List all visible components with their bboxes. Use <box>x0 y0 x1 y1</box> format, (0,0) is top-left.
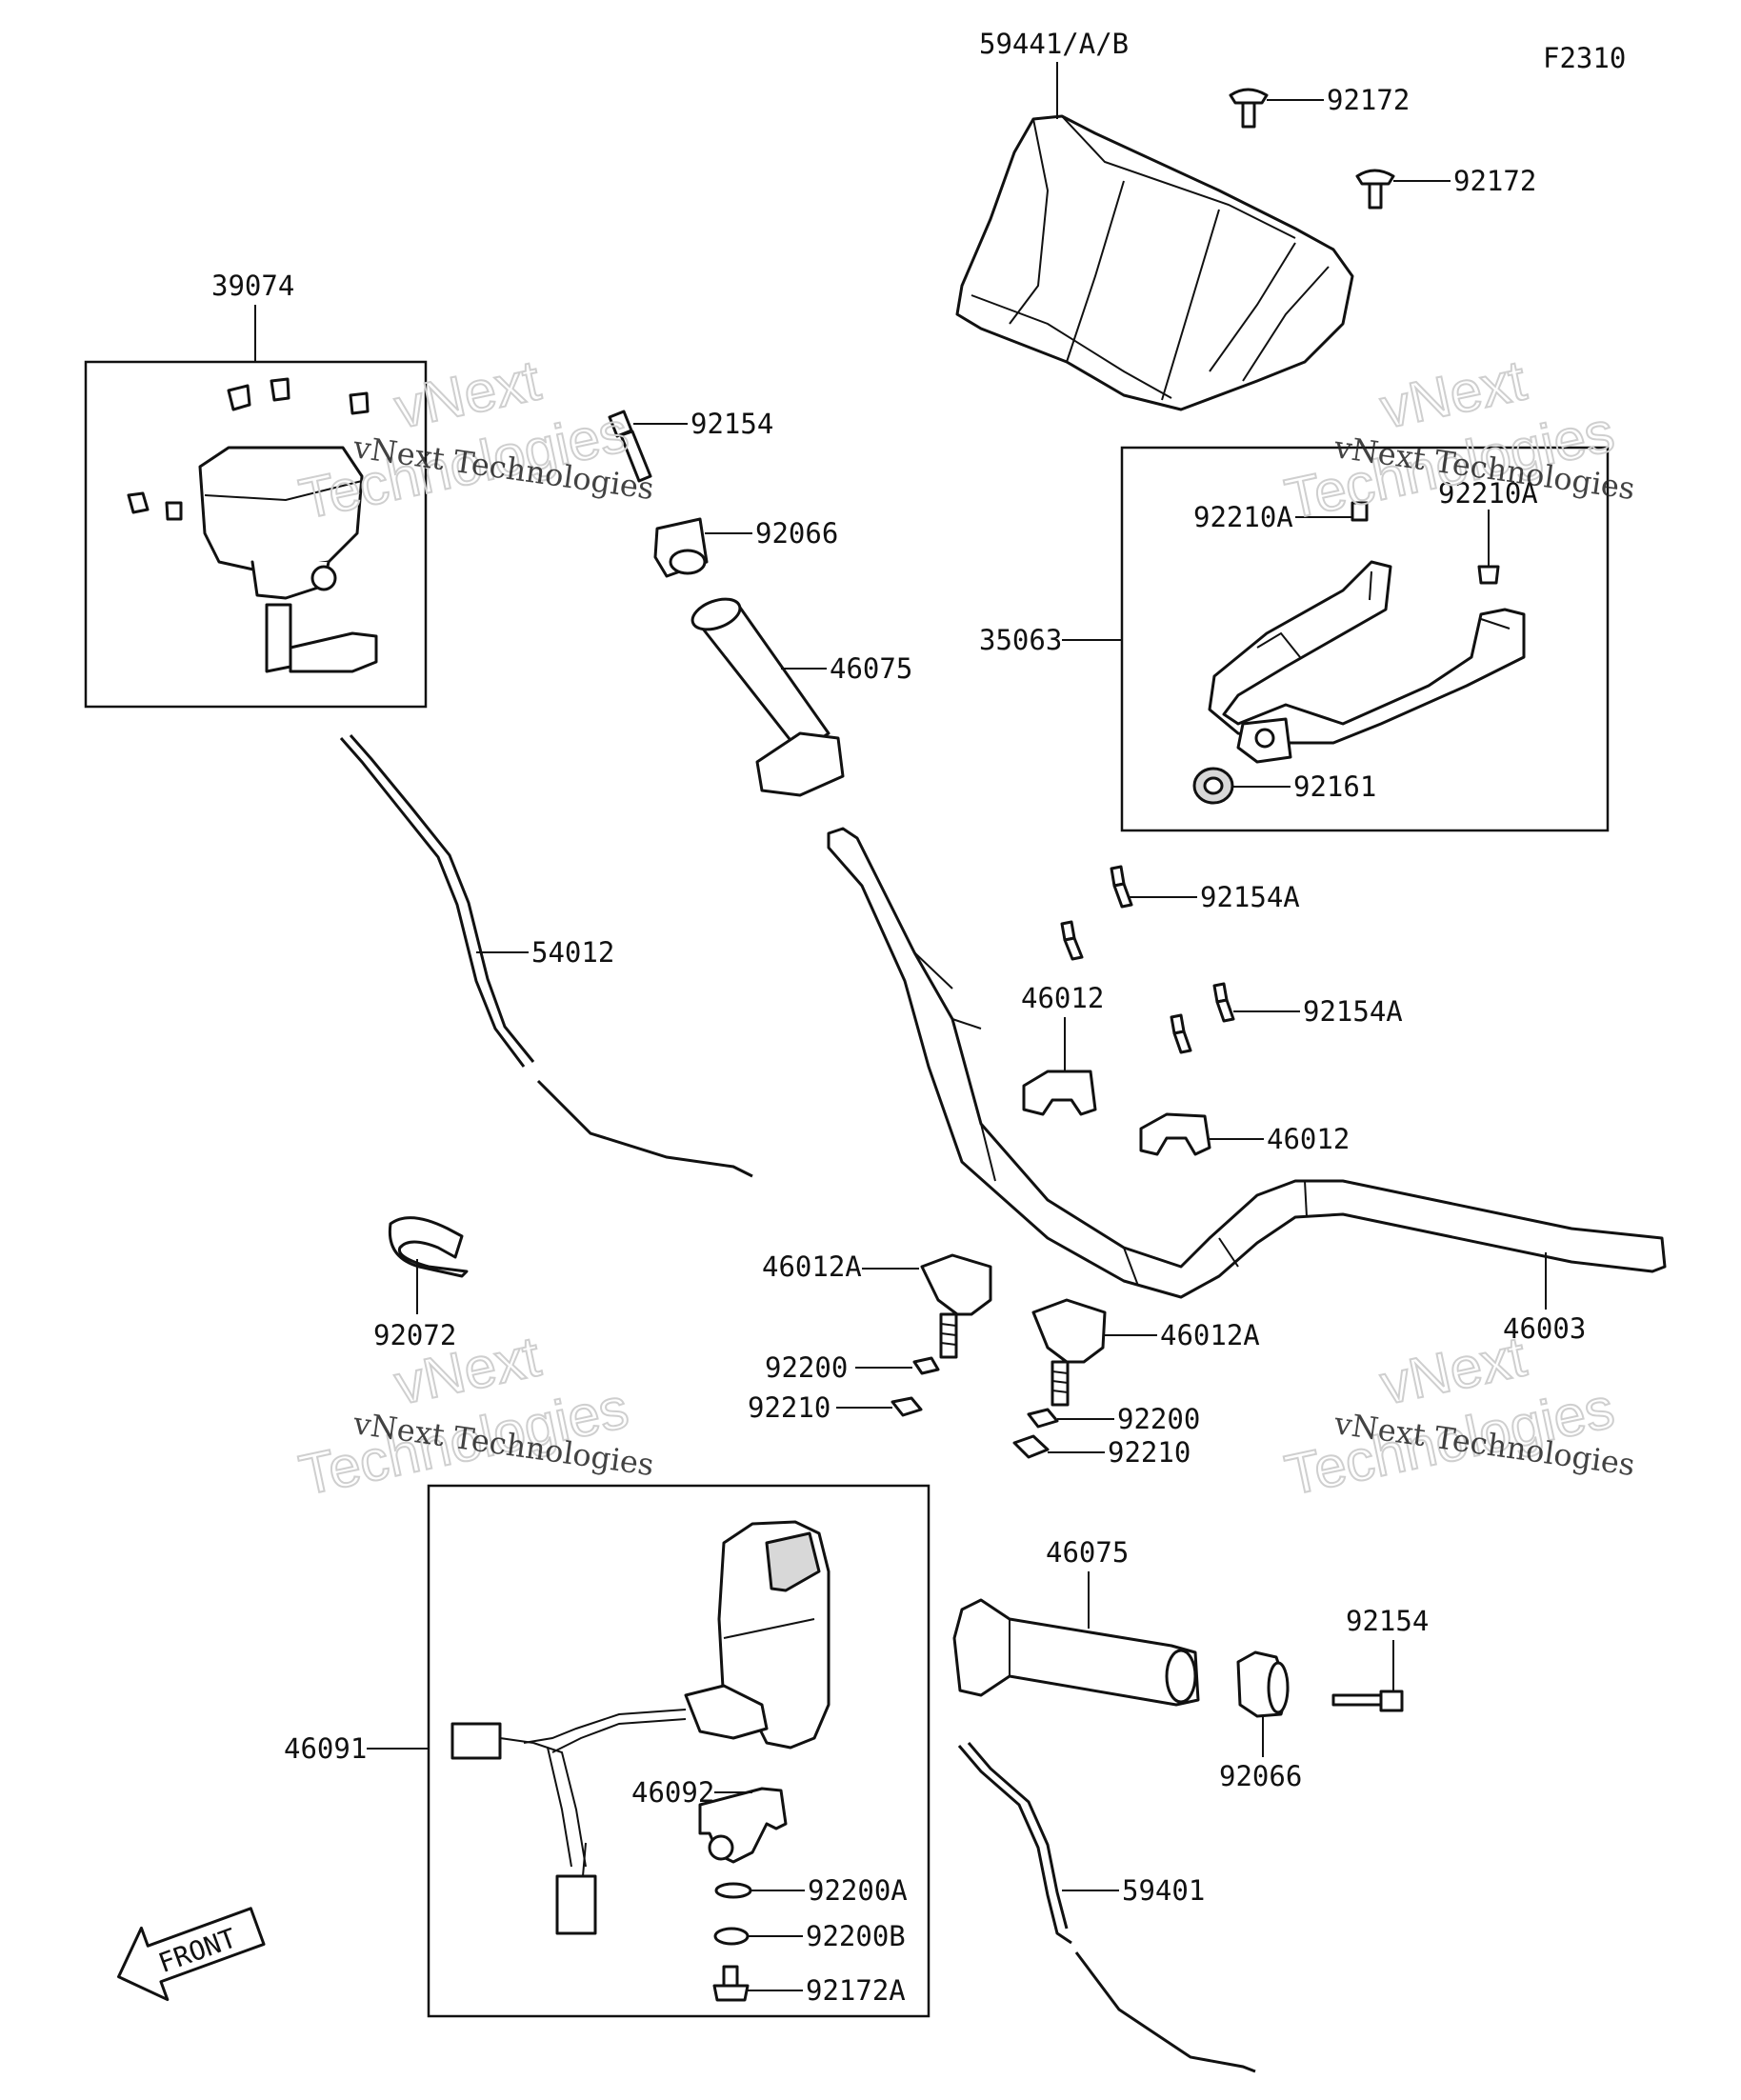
label-92161: 92161 <box>1293 770 1376 803</box>
label-39074: 39074 <box>211 270 294 302</box>
label-92172-a: 92172 <box>1327 84 1410 116</box>
label-92154A-b: 92154A <box>1303 995 1403 1028</box>
bolt-92154-bottom <box>1331 1690 1404 1712</box>
label-92210-left: 92210 <box>748 1391 830 1424</box>
washer-92200-left <box>912 1356 940 1375</box>
label-46012-b: 46012 <box>1267 1123 1350 1155</box>
label-92210-right: 92210 <box>1108 1436 1191 1469</box>
front-arrow-icon: FRONT <box>117 1907 266 2002</box>
label-35063: 35063 <box>979 624 1062 656</box>
label-46075-top: 46075 <box>830 652 912 685</box>
bolt-92154-top <box>608 410 652 483</box>
label-46091: 46091 <box>284 1732 367 1765</box>
label-92154-bot: 92154 <box>1346 1605 1429 1637</box>
label-54012: 54012 <box>531 936 614 969</box>
lever-46092 <box>698 1787 788 1864</box>
riser-46012A-left <box>920 1253 992 1359</box>
screw-92172-b <box>1355 169 1395 210</box>
label-92154-top: 92154 <box>690 408 773 440</box>
label-92200A: 92200A <box>808 1874 908 1907</box>
throttle-cable-59401 <box>957 1742 1256 2073</box>
screw-92172A <box>712 1965 750 2002</box>
grommet-92161 <box>1192 767 1234 805</box>
riser-46012A-right <box>1031 1298 1107 1407</box>
label-46092: 46092 <box>631 1776 714 1809</box>
washer-92200A <box>714 1882 752 1899</box>
bolt-92154A-upper <box>1060 865 1133 961</box>
figure-code: F2310 <box>1543 42 1626 74</box>
washer-92200-right <box>1027 1408 1059 1429</box>
bolt-92154A-lower <box>1170 982 1235 1054</box>
grip-46075-top <box>690 597 845 797</box>
label-92066-top: 92066 <box>755 517 838 550</box>
watermark-top-left: vNext Technologies vNext Technologies <box>293 347 656 531</box>
nut-92210A-left <box>1351 501 1369 522</box>
clamp-46012-b <box>1139 1112 1211 1156</box>
label-46012A-left: 46012A <box>762 1250 862 1283</box>
label-92172-b: 92172 <box>1453 165 1536 197</box>
label-92200-right: 92200 <box>1117 1403 1200 1435</box>
label-46012-a: 46012 <box>1021 982 1104 1014</box>
label-92072: 92072 <box>373 1319 456 1351</box>
label-92210A-right: 92210A <box>1438 477 1538 510</box>
bar-end-weight-92066-bottom <box>1236 1650 1290 1718</box>
bracket-35063-part <box>1208 560 1526 764</box>
label-59401: 59401 <box>1122 1874 1205 1907</box>
clamp-46012-a <box>1022 1070 1097 1116</box>
windshield-part <box>955 114 1354 411</box>
label-46003: 46003 <box>1503 1312 1586 1345</box>
label-92200-left: 92200 <box>765 1351 848 1384</box>
nut-92210A-right <box>1477 565 1500 585</box>
label-59441: 59441/A/B <box>979 28 1129 60</box>
washer-92200B <box>713 1927 750 1946</box>
grip-46075-bottom <box>952 1598 1200 1707</box>
watermark-bottom-right: vNext Technologies vNext Technologies <box>1279 1323 1637 1508</box>
nut-92210-right <box>1012 1434 1050 1459</box>
label-92154A-a: 92154A <box>1200 881 1300 913</box>
label-46012A-right: 46012A <box>1160 1319 1260 1351</box>
throttle-assembly-box <box>84 360 428 709</box>
nut-92210-left <box>891 1396 923 1417</box>
throttle-cable-54012 <box>339 734 753 1178</box>
label-92200B: 92200B <box>806 1920 906 1952</box>
band-92072 <box>388 1216 469 1278</box>
label-92172A: 92172A <box>806 1974 906 2007</box>
bar-end-weight-92066-top <box>653 517 709 578</box>
switch-assembly-box <box>427 1484 931 2018</box>
handlebar-46003 <box>827 827 1667 1299</box>
label-46075-bot: 46075 <box>1046 1536 1129 1569</box>
throttle-housing-part <box>127 377 378 673</box>
label-92066-bot: 92066 <box>1219 1760 1302 1792</box>
screw-92172-a <box>1229 88 1269 129</box>
watermark-bottom-left: vNext Technologies vNext Technologies <box>293 1323 656 1508</box>
label-92210A-left: 92210A <box>1193 501 1293 533</box>
switch-housing-46091 <box>450 1520 830 1935</box>
